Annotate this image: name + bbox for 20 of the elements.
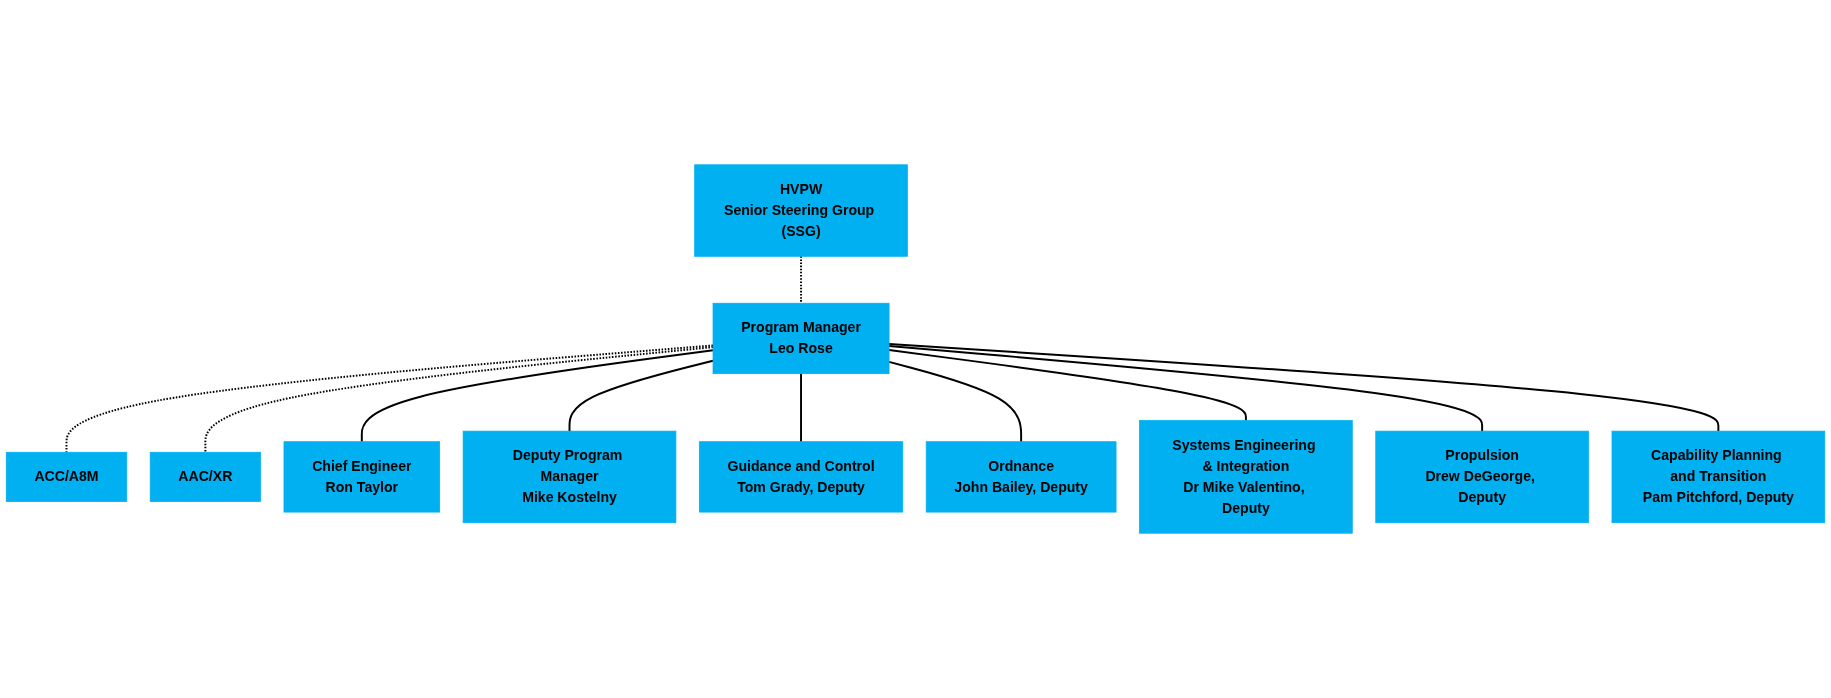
connector	[204, 346, 714, 454]
node-box: Systems Engineering & Integration Dr Mike Valentino, Deputy	[1139, 420, 1353, 534]
node-box: Program Manager Leo Rose	[712, 302, 890, 375]
node-box: AAC/XR	[149, 451, 261, 502]
connector	[360, 349, 714, 443]
node-box: Propulsion Drew DeGeorge, Deputy	[1375, 430, 1589, 524]
connector	[888, 343, 1720, 433]
connector	[888, 349, 1247, 422]
node-box: HVPW Senior Steering Group (SSG)	[694, 164, 908, 257]
node-box: Guidance and Control Tom Grady, Deputy	[698, 441, 904, 513]
node-box: Deputy Program Manager Mike Kostelny	[462, 430, 677, 524]
connector	[568, 359, 714, 433]
connector	[800, 372, 803, 443]
node-box: Ordnance John Bailey, Deputy	[925, 441, 1117, 513]
connector	[888, 360, 1023, 443]
node-box: ACC/A8M	[5, 451, 128, 502]
connector	[888, 345, 1484, 433]
node-box: Chief Engineer Ron Taylor	[283, 441, 441, 513]
connector	[65, 344, 714, 454]
node-box: Capability Planning and Transition Pam Pitchford, Deputy	[1611, 430, 1826, 524]
